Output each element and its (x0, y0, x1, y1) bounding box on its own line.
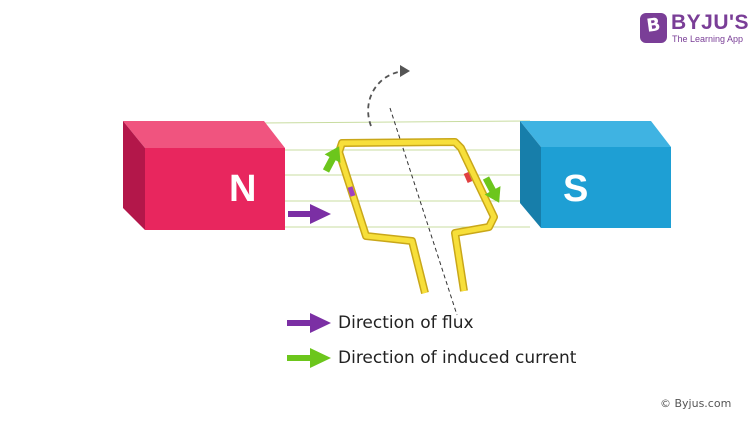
south-magnet (520, 121, 671, 228)
north-magnet-side (123, 121, 145, 230)
south-magnet-top (520, 121, 671, 147)
north-magnet-top (123, 121, 285, 148)
logo-letter: B (645, 14, 662, 37)
byjus-logo-icon: B (640, 13, 667, 43)
coil-marker-left (347, 186, 356, 197)
induced-current-arrow-down (482, 176, 501, 203)
legend-flux-label: Direction of flux (338, 313, 474, 333)
north-pole-label: N (229, 168, 257, 210)
rotation-arrowhead (400, 65, 410, 77)
north-magnet (123, 121, 285, 230)
copyright-text: © Byjus.com (660, 397, 732, 410)
brand-tagline: The Learning App (672, 34, 744, 44)
south-pole-label: S (563, 168, 589, 210)
brand-name: BYJU'S (671, 11, 750, 34)
north-magnet-front (145, 148, 285, 230)
legend-flux-arrow (287, 313, 331, 333)
coil-marker-right (463, 171, 473, 184)
south-magnet-side (520, 121, 541, 228)
induced-current-arrow-up (322, 146, 341, 173)
flux-direction-arrow (288, 204, 331, 224)
legend-current-label: Direction of induced current (338, 348, 577, 368)
wire-coil (335, 138, 498, 294)
south-magnet-front (541, 147, 671, 228)
legend-current-arrow (287, 348, 331, 368)
